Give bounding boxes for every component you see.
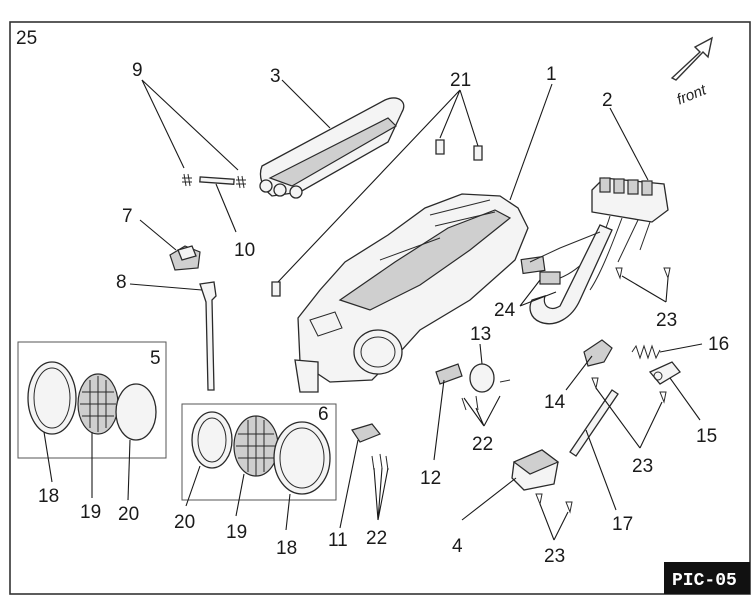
group-5-parts [27, 361, 157, 441]
ribbon-cable [520, 224, 613, 325]
screws-21 [271, 139, 483, 297]
connector-block [559, 177, 669, 291]
pic-tag-text: PIC-05 [672, 571, 737, 591]
callout-14: 14 [544, 392, 566, 413]
callout-10: 10 [234, 240, 255, 261]
callout-23-bottom: 23 [544, 546, 565, 567]
hook-15 [648, 361, 681, 385]
leader-lines [43, 79, 703, 541]
relay-4 [511, 449, 560, 491]
callout-11: 11 [328, 530, 348, 551]
cable-tie [199, 281, 217, 391]
bracket-12 [435, 363, 463, 385]
clip-11 [351, 423, 389, 471]
callout-15: 15 [696, 426, 717, 447]
main-housing [294, 193, 529, 393]
small-switch [169, 245, 201, 271]
page-number: 25 [16, 28, 37, 49]
spring-16 [631, 344, 661, 360]
callout-8: 8 [116, 272, 127, 293]
callout-18-left: 18 [38, 486, 59, 507]
latch-14 [583, 339, 613, 367]
callout-22-upper: 22 [472, 434, 493, 455]
callout-21: 21 [450, 70, 471, 91]
callout-5: 5 [150, 348, 161, 369]
callout-16: 16 [708, 334, 729, 355]
screws-23 [535, 267, 671, 514]
callout-13: 13 [470, 324, 491, 345]
rod-17 [569, 389, 619, 457]
callout-6: 6 [318, 404, 329, 425]
callout-19-left: 19 [80, 502, 101, 523]
callout-17: 17 [612, 514, 633, 535]
callout-labels: 1 2 3 4 5 6 7 8 9 10 11 12 13 14 15 16 1… [38, 60, 729, 567]
callout-12: 12 [420, 468, 441, 489]
callout-20-left: 20 [118, 504, 139, 525]
group-6-parts [191, 411, 331, 495]
callout-18-right: 18 [276, 538, 297, 559]
top-cover [259, 97, 405, 199]
callout-19-right: 19 [226, 522, 247, 543]
callout-3: 3 [270, 66, 281, 87]
callout-7: 7 [122, 206, 133, 227]
callout-24: 24 [494, 300, 516, 321]
callout-20-right: 20 [174, 512, 195, 533]
callout-22-lower: 22 [366, 528, 387, 549]
pic-tag: PIC-05 [664, 562, 750, 594]
callout-2: 2 [602, 90, 613, 111]
spring-pins [182, 173, 246, 189]
callout-1: 1 [546, 64, 557, 85]
callout-9: 9 [132, 60, 143, 81]
group-box-6 [181, 403, 337, 501]
callout-4: 4 [452, 536, 463, 557]
callout-23-middle: 23 [632, 456, 653, 477]
callout-23-top: 23 [656, 310, 677, 331]
